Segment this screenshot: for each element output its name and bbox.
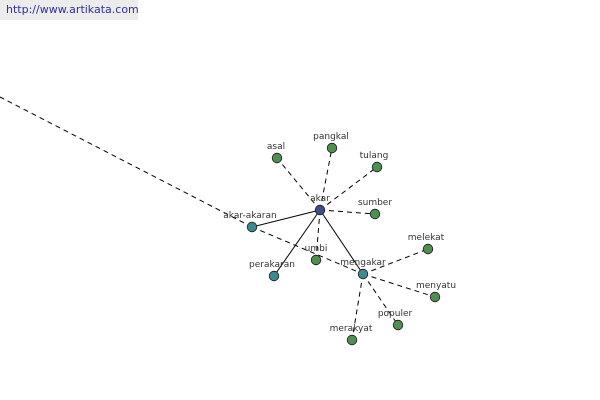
node-label-populer: populer	[378, 309, 413, 319]
node-akar-akaran[interactable]	[246, 221, 258, 233]
node-label-akar: akar	[310, 194, 330, 204]
edge-akar-akaran-mengakar	[251, 226, 364, 275]
node-label-umbi: umbi	[305, 244, 328, 254]
node-mengakar[interactable]	[357, 268, 369, 280]
node-pangkal[interactable]	[326, 142, 338, 154]
node-merakyat[interactable]	[346, 334, 358, 346]
node-tulang[interactable]	[371, 161, 383, 173]
node-perakaran[interactable]	[268, 270, 280, 282]
edge-akar-akar-akaran	[251, 209, 321, 228]
node-label-merakyat: merakyat	[330, 324, 373, 334]
node-asal[interactable]	[271, 152, 283, 164]
edge-akar-asal	[276, 157, 321, 211]
node-label-perakaran: perakaran	[249, 260, 295, 270]
edge-akar-mengakar	[319, 209, 364, 275]
edge-mengakar-populer	[362, 273, 399, 326]
url-text: http://www.artikata.com	[0, 0, 139, 20]
node-sumber[interactable]	[369, 208, 381, 220]
edge-akar-sumber	[319, 209, 376, 215]
node-label-akar-akaran: akar-akaran	[223, 211, 276, 221]
node-label-melekat: melekat	[408, 233, 445, 243]
edge-mengakar-menyatu	[362, 273, 436, 298]
node-melekat[interactable]	[422, 243, 434, 255]
node-populer[interactable]	[392, 319, 404, 331]
node-akar[interactable]	[314, 204, 326, 216]
node-label-asal: asal	[267, 142, 285, 152]
edge-akar-tulang	[319, 166, 378, 211]
node-label-sumber: sumber	[358, 198, 392, 208]
node-label-pangkal: pangkal	[313, 132, 349, 142]
edge-akar-akaran-offscreen	[0, 96, 253, 228]
edge-akar-perakaran	[273, 209, 321, 277]
node-label-tulang: tulang	[360, 151, 389, 161]
edge-akar-pangkal	[319, 147, 333, 211]
edge-mengakar-merakyat	[351, 273, 364, 341]
edge-mengakar-melekat	[362, 248, 429, 275]
node-menyatu[interactable]	[429, 291, 441, 303]
node-label-mengakar: mengakar	[340, 258, 386, 268]
node-label-menyatu: menyatu	[416, 281, 456, 291]
node-umbi[interactable]	[310, 254, 322, 266]
